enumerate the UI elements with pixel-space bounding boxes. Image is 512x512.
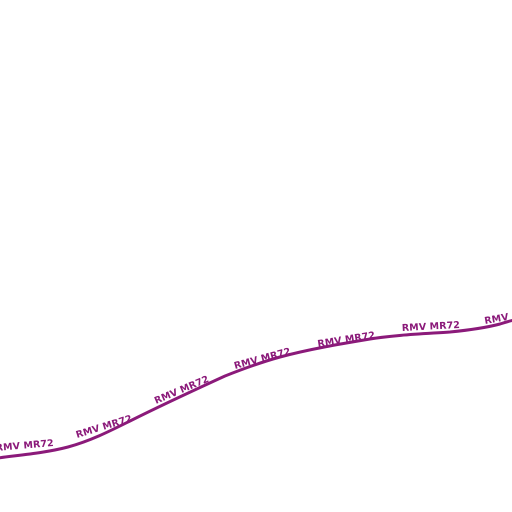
route-label: RMV MR72 bbox=[402, 320, 461, 334]
route-line-rmv-mr72[interactable] bbox=[0, 318, 512, 460]
route-label: RMV MR72 bbox=[0, 438, 54, 454]
